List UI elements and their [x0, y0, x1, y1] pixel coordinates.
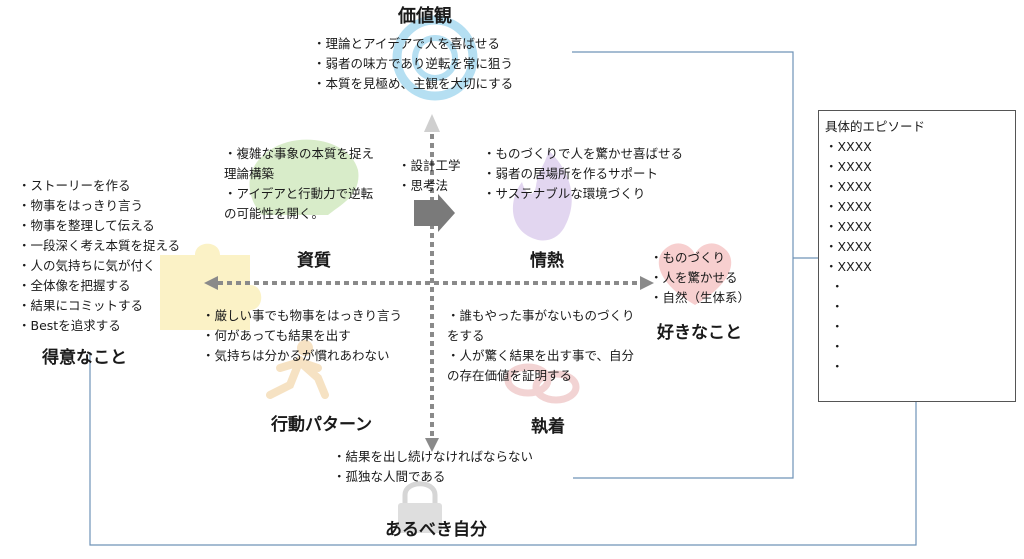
- ideal-item: 孤独な人間である: [333, 467, 533, 487]
- episode-item: XXXX: [825, 257, 872, 277]
- episode-item: XXXX: [825, 157, 872, 177]
- center-item: 設計工学: [398, 156, 461, 176]
- lightbulb-watermark-icon: [249, 139, 359, 215]
- likes-item: 自然（生体系）: [650, 288, 751, 308]
- connector-lines: [89, 51, 917, 546]
- center-list: 設計工学 思考法: [398, 156, 461, 196]
- episodes-list: XXXX XXXX XXXX XXXX XXXX XXXX XXXX: [825, 137, 872, 277]
- center-arrow-icon: [414, 194, 455, 232]
- values-list: 理論とアイデアで人を喜ばせる 弱者の味方であり逆転を常に狙う 本質を見極め、主観…: [313, 34, 514, 94]
- chain-watermark-icon: [504, 363, 580, 404]
- likes-item: ものづくり: [650, 248, 750, 268]
- episodes-ellipsis: ・ ・ ・ ・ ・: [831, 277, 844, 377]
- arrow-up-head: [424, 114, 440, 132]
- episode-item: XXXX: [825, 237, 872, 257]
- episode-item: XXXX: [825, 177, 872, 197]
- arrow-down-head: [425, 438, 439, 452]
- strengths-item: ストーリーを作る: [18, 176, 180, 196]
- ideal-list: 結果を出し続けなければならない 孤独な人間である: [333, 447, 534, 487]
- ellipsis-dot: ・: [831, 279, 844, 294]
- attachment-title: 執着: [531, 417, 565, 437]
- behavior-item: 気持ちは分かるが慣れあわない: [202, 346, 402, 366]
- episodes-box: 具体的エピソード XXXX XXXX XXXX XXXX XXXX XXXX X…: [818, 110, 1016, 402]
- likes-list: ものづくり 人を驚かせる 自然（生体系）: [650, 248, 751, 308]
- talent-item: ・アイデアと行動力で逆転の可能性を開く。: [224, 186, 374, 221]
- passion-item: ものづくりで人を驚かせ喜ばせる: [483, 144, 684, 164]
- axis-arrows: [218, 132, 640, 445]
- ellipsis-dot: ・: [831, 339, 844, 354]
- behavior-item: 厳しい事でも物事をはっきり言う: [202, 306, 403, 326]
- attachment-item: ・人が驚く結果を出す事で、自分の存在価値を証明する: [447, 348, 635, 383]
- strengths-item: 人の気持ちに気が付く: [18, 256, 180, 276]
- behavior-item: 何があっても結果を出す: [202, 326, 402, 346]
- ellipsis-dot: ・: [831, 319, 844, 334]
- episode-item: XXXX: [825, 217, 872, 237]
- ideal-item: 結果を出し続けなければならない: [333, 447, 534, 467]
- values-title: 価値観: [398, 6, 452, 27]
- ellipsis-dot: ・: [831, 359, 844, 374]
- passion-item: サステナブルな環境づくり: [483, 184, 683, 204]
- talent-list: ・複雑な事象の本質を捉え理論構築 ・アイデアと行動力で逆転の可能性を開く。: [224, 144, 376, 224]
- arrow-left-head: [204, 276, 218, 290]
- strengths-item: Bestを追求する: [18, 316, 180, 336]
- strengths-item: 結果にコミットする: [18, 296, 180, 316]
- attachment-list: ・誰もやった事がないものづくりをする ・人が驚く結果を出す事で、自分の存在価値を…: [447, 306, 643, 386]
- episode-item: XXXX: [825, 197, 872, 217]
- strengths-item: 物事をはっきり言う: [18, 196, 180, 216]
- center-item: 思考法: [398, 176, 461, 196]
- values-item: 本質を見極め、主観を大切にする: [313, 74, 514, 94]
- talent-item: ・複雑な事象の本質を捉え理論構築: [224, 146, 375, 181]
- strengths-title: 得意なこと: [42, 348, 127, 368]
- ideal-title: あるべき自分: [385, 520, 487, 540]
- passion-item: 弱者の居場所を作るサポート: [483, 164, 683, 184]
- behavior-title: 行動パターン: [271, 415, 373, 435]
- ellipsis-dot: ・: [831, 299, 844, 314]
- episodes-title: 具体的エピソード: [825, 119, 926, 134]
- behavior-list: 厳しい事でも物事をはっきり言う 何があっても結果を出す 気持ちは分かるが慣れあわ…: [202, 306, 403, 366]
- arrow-right-head: [640, 276, 654, 290]
- likes-item: 人を驚かせる: [650, 268, 750, 288]
- strengths-item: 全体像を把握する: [18, 276, 180, 296]
- values-item: 理論とアイデアで人を喜ばせる: [313, 34, 513, 54]
- talent-title: 資質: [297, 251, 331, 271]
- strengths-item: 一段深く考え本質を捉える: [18, 236, 181, 256]
- passion-title: 情熱: [530, 251, 564, 271]
- passion-list: ものづくりで人を驚かせ喜ばせる 弱者の居場所を作るサポート サステナブルな環境づ…: [483, 144, 684, 204]
- strengths-list: ストーリーを作る 物事をはっきり言う 物事を整理して伝える 一段深く考え本質を捉…: [18, 176, 181, 336]
- strengths-item: 物事を整理して伝える: [18, 216, 180, 236]
- attachment-item: ・誰もやった事がないものづくりをする: [447, 308, 635, 343]
- values-item: 弱者の味方であり逆転を常に狙う: [313, 54, 513, 74]
- episode-item: XXXX: [825, 137, 872, 157]
- likes-title: 好きなこと: [657, 323, 742, 343]
